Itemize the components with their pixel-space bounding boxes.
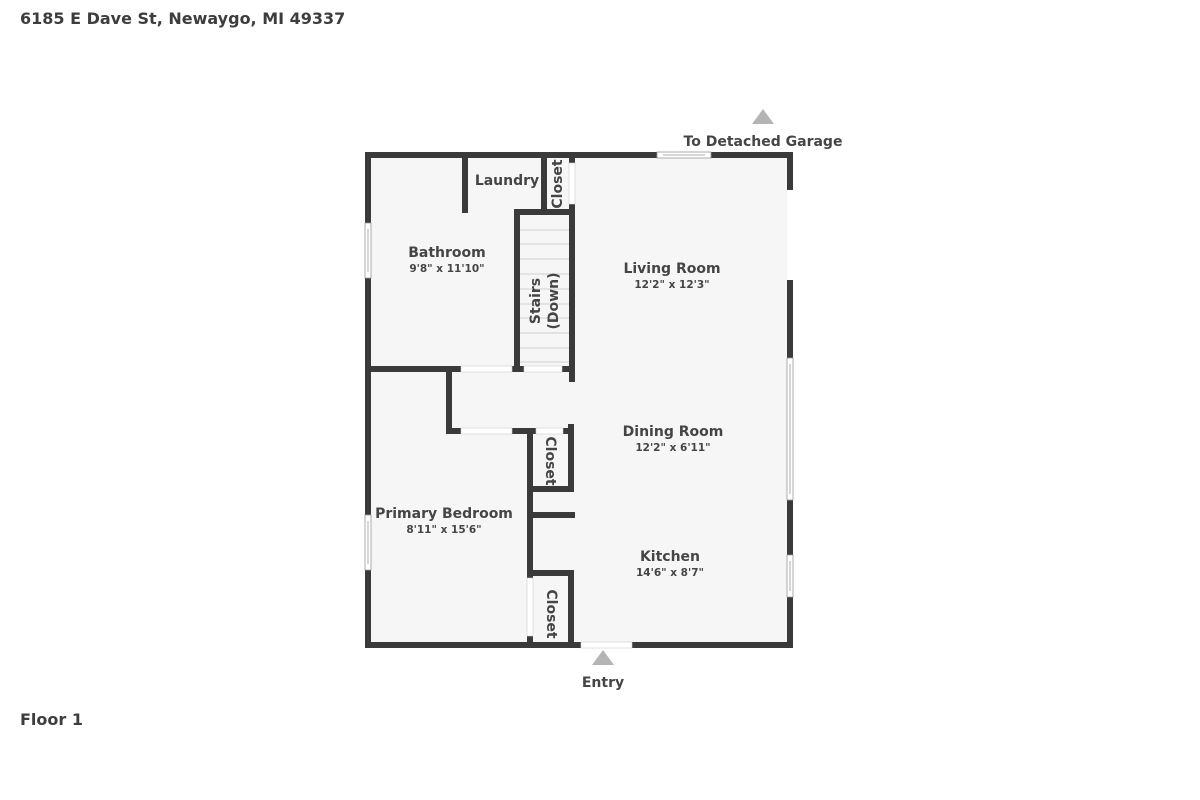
entry-label: Entry: [582, 675, 624, 691]
room-living-dims: 12'2" x 12'3": [634, 279, 709, 291]
room-bedroom-name: Primary Bedroom: [375, 506, 513, 522]
room-kitchen-name: Kitchen: [640, 549, 700, 565]
room-closet-top: Closet: [550, 159, 566, 209]
floor-area: [368, 155, 790, 645]
walls: [365, 152, 793, 648]
room-living-name: Living Room: [623, 261, 720, 277]
garage-triangle-up-icon: [752, 109, 774, 124]
room-dining-name: Dining Room: [623, 424, 724, 440]
windows: [364, 151, 794, 598]
room-bathroom-dims: 9'8" x 11'10": [409, 263, 484, 275]
room-stairs-line1: Stairs: [528, 278, 544, 324]
entry-triangle-up-icon: [592, 650, 614, 665]
room-dining-dims: 12'2" x 6'11": [635, 442, 710, 454]
floor-label: Floor 1: [20, 710, 83, 729]
room-closet-bottom: Closet: [543, 589, 559, 639]
property-address: 6185 E Dave St, Newaygo, MI 49337: [20, 9, 346, 28]
room-bedroom-dims: 8'11" x 15'6": [406, 524, 481, 536]
garage-label: To Detached Garage: [684, 134, 843, 150]
room-kitchen-dims: 14'6" x 8'7": [636, 567, 704, 579]
room-laundry: Laundry: [475, 173, 539, 189]
room-bathroom-name: Bathroom: [408, 245, 486, 261]
doorways: [460, 162, 633, 649]
room-closet-mid: Closet: [542, 436, 558, 486]
room-stairs-line2: (Down): [546, 273, 562, 330]
stair-treads: [520, 229, 569, 363]
